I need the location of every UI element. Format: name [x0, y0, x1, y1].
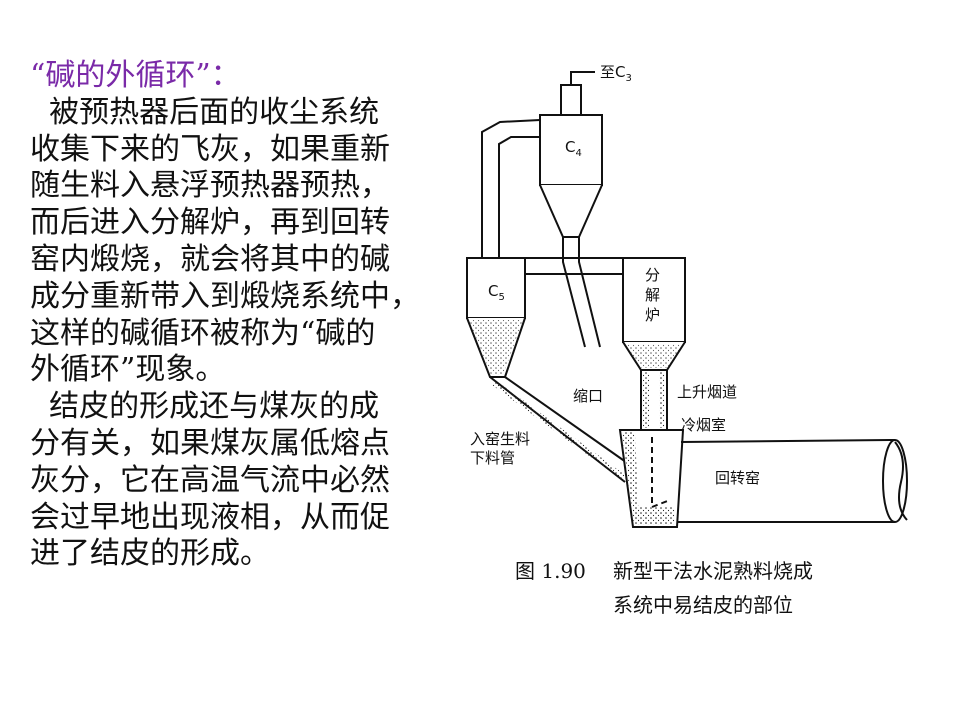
kiln-label: 回转窑: [715, 469, 760, 487]
text-line: 成分重新带入到煅烧系统中，: [30, 278, 420, 314]
text-line: 灰分，它在高温气流中必然: [30, 462, 390, 498]
rotary-kiln: [677, 439, 896, 523]
text-line: 而后进入分解炉，再到回转: [30, 205, 390, 241]
caption-line-1: 新型干法水泥熟料烧成: [613, 559, 813, 583]
text-line: 收集下来的飞灰，如果重新: [30, 131, 390, 167]
text-line: 进了结皮的形成。: [30, 536, 270, 572]
text-line: 分有关，如果煤灰属低熔点: [30, 425, 390, 461]
c4-cyclone: [539, 114, 603, 186]
raw-meal-label-1: 入窑生料: [470, 430, 530, 448]
c5-label: C5: [488, 282, 505, 303]
calciner-label-3: 炉: [645, 306, 660, 324]
to-c3-label: 至C3: [600, 63, 632, 84]
caption-line-2: 系统中易结皮的部位: [613, 593, 793, 617]
throat-label: 缩口: [573, 387, 603, 405]
text-line: 随生料入悬浮预热器预热，: [30, 168, 390, 204]
calciner-label-2: 解: [645, 286, 660, 304]
kiln-system-diagram: 至C3 C4 C5 分 解 炉 缩口 上升烟道 冷烟室 入窑生料 下料管 回转窑: [455, 52, 925, 572]
text-line: 这样的碱循环被称为“碱的: [30, 315, 376, 351]
text-line: 窑内煅烧，就会将其中的碱: [30, 241, 390, 277]
smoke-chamber-label: 冷烟室: [681, 416, 726, 434]
text-line: 会过早地出现液相，从而促: [30, 499, 390, 535]
c3-outlet-pipe: [560, 84, 582, 116]
text-line: 外循环”现象。: [30, 352, 226, 388]
body-text: “碱的外循环”： 被预热器后面的收尘系统 收集下来的飞灰，如果重新 随生料入悬浮…: [30, 58, 450, 573]
section-heading: “碱的外循环”：: [30, 58, 241, 93]
text-line: 结皮的形成还与煤灰的成: [30, 389, 380, 425]
c4-label: C4: [565, 138, 582, 159]
calciner-label-1: 分: [645, 266, 660, 284]
raw-meal-label-2: 下料管: [470, 449, 515, 467]
text-line: 被预热器后面的收尘系统: [30, 94, 380, 130]
figure-number: 图 1.90: [515, 559, 586, 583]
riser-label: 上升烟道: [677, 383, 737, 401]
figure-caption: 图 1.90 新型干法水泥熟料烧成 系统中易结皮的部位: [515, 555, 813, 623]
